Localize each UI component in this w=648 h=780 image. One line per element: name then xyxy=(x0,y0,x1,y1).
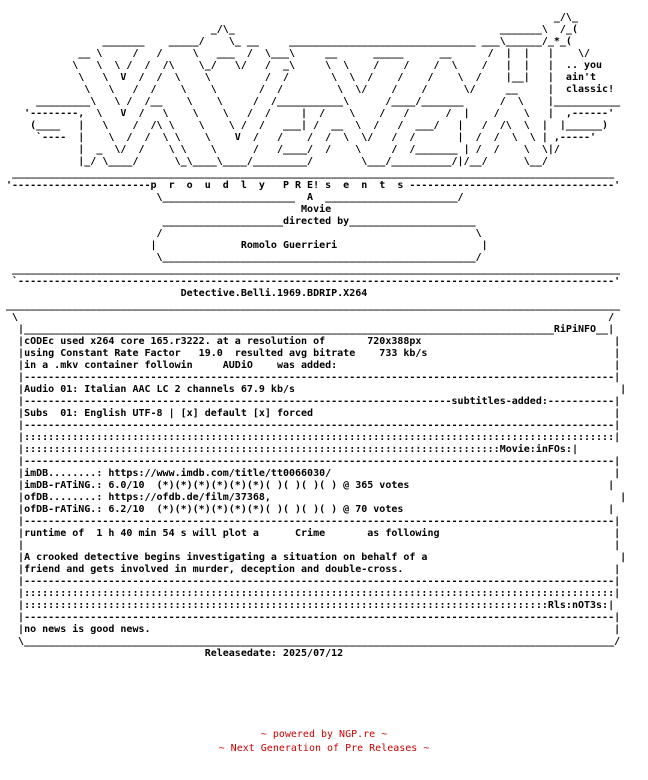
footer-tagline: ~ Next Generation of Pre Releases ~ xyxy=(218,743,430,754)
nfo-line: |:::::::::::::::::::::::::::::::::::::::… xyxy=(18,600,615,611)
nfo-line: |ofDB-rATiNG.: 6.2/10 (*)(*)(*)(*)(*)(*)… xyxy=(18,504,615,515)
footer: ~ powered by NGP.re ~ ~ Next Generation … xyxy=(0,728,648,756)
ascii-art-line: \ / xyxy=(12,312,615,323)
nfo-line: |---------------------------------------… xyxy=(18,516,621,527)
ascii-art-line: '--------, \ V / \ \ \ / / | / \ / / / |… xyxy=(24,108,615,119)
nfo-body: |cODEc used x264 core 165.r3222. at a re… xyxy=(0,336,626,659)
nfo-art: _/\_ _/\_ _______\ /_( _______ _____/ \_… xyxy=(0,12,620,335)
ascii-art-line: '-----------------------p r o u d l y P … xyxy=(6,180,621,191)
nfo-line: |---------------------------------------… xyxy=(18,372,621,383)
nfo-line: | | xyxy=(18,540,621,551)
ascii-art-line: Detective.Belli.1969.BDRIP.X264 xyxy=(180,288,368,299)
ascii-art-line: | Romolo Guerrieri | xyxy=(150,240,488,251)
footer-powered-by: ~ powered by NGP.re ~ xyxy=(260,729,388,740)
nfo-line: |friend and gets involved in murder, dec… xyxy=(18,564,621,575)
ascii-art-line: (____ | \ / /\ \ \ \ / / ___| / __ \ / /… xyxy=(30,120,609,131)
nfo-line: |Subs 01: English UTF-8 | [x] default [x… xyxy=(18,408,621,419)
ascii-art-line: \ \ V / / \ \ / / \ \ / / / \ / |__| | a… xyxy=(78,72,597,83)
nfo-line: |A crooked detective begins investigatin… xyxy=(18,552,627,563)
nfo-line: |---------------------------------------… xyxy=(18,612,621,623)
ascii-art-line: Movie xyxy=(301,204,332,215)
ascii-art-line: \ \ \ / / /\ \_/ \/ / _\ \ \ / / / \ / |… xyxy=(72,60,603,71)
nfo-line: |---------------------------------------… xyxy=(18,576,621,587)
nfo-line: |using Constant Rate Factor 19.0 resulte… xyxy=(18,348,621,359)
ascii-art-line: _/\_ xyxy=(553,12,578,23)
nfo-line: |imDB........: https://www.imdb.com/titl… xyxy=(18,468,621,479)
nfo-line: |Audio 01: Italian AAC LC 2 channels 67.… xyxy=(18,384,627,395)
ascii-art-line: __ \ / / \ ___ / \___\ __ _____ __ / | |… xyxy=(78,48,591,59)
ascii-art-line: ____________________directed by_________… xyxy=(162,216,476,227)
nfo-line: |---------------------------------------… xyxy=(18,456,621,467)
nfo-line: |in a .mkv container followin AUDiO was … xyxy=(18,360,621,371)
ascii-art-line: ________________________________________… xyxy=(12,264,621,275)
nfo-line: |cODEc used x264 core 165.r3222. at a re… xyxy=(18,336,621,347)
ascii-art-line: `---- | \ / / \ \ \ V / / / / \ \/ / / |… xyxy=(36,132,597,143)
ascii-art-line: / \ xyxy=(156,228,482,239)
nfo-line: |:::::::::::::::::::::::::::::::::::::::… xyxy=(18,444,578,455)
nfo-line: |ofDB........: https://ofdb.de/film/3736… xyxy=(18,492,627,503)
ascii-art-line: `---------------------------------------… xyxy=(12,276,621,287)
nfo-line: |:::::::::::::::::::::::::::::::::::::::… xyxy=(18,432,621,443)
ascii-art-line: \ \ / / \ \ / / \ \/ / / \/ __ | classic… xyxy=(84,84,615,95)
ascii-art-line: _/\_ _______\ /_( xyxy=(210,24,578,35)
nfo-line: |:::::::::::::::::::::::::::::::::::::::… xyxy=(18,588,621,599)
nfo-line: |imDB-rATiNG.: 6.0/10 (*)(*)(*)(*)(*)(*)… xyxy=(18,480,615,491)
nfo-line: \_______________________________________… xyxy=(18,636,621,647)
ascii-art-line: \_______________________________________… xyxy=(156,252,482,263)
ascii-art-line: |_/ \____/ \_\____\____/_________/ \___/… xyxy=(78,156,548,167)
nfo-text: _/\_ _/\_ _______\ /_( _______ _____/ \_… xyxy=(0,12,648,660)
ascii-art-line: _________\ \ / /__ \ \ / /___________\ /… xyxy=(36,96,621,107)
ascii-art-line: | _ \/ / \ \ \ / /____/ / \ / /_______ |… xyxy=(78,144,560,155)
nfo-line: |---------------------------------------… xyxy=(18,396,621,407)
ascii-art-line: ________________________________________… xyxy=(6,300,621,311)
nfo-line: |no news is good news. | xyxy=(18,624,621,635)
ascii-art-line: ________________________________________… xyxy=(12,168,615,179)
ascii-art-line: |_______________________________________… xyxy=(18,324,615,335)
nfo-line: Releasedate: 2025/07/12 xyxy=(204,648,344,659)
nfo-line: |---------------------------------------… xyxy=(18,420,621,431)
ascii-art-line: _______ _____/ \_ __ ___________________… xyxy=(102,36,572,47)
ascii-art-line: \______________________ A ______________… xyxy=(156,192,464,203)
nfo-line: |runtime of 1 h 40 min 54 s will plot a … xyxy=(18,528,621,539)
